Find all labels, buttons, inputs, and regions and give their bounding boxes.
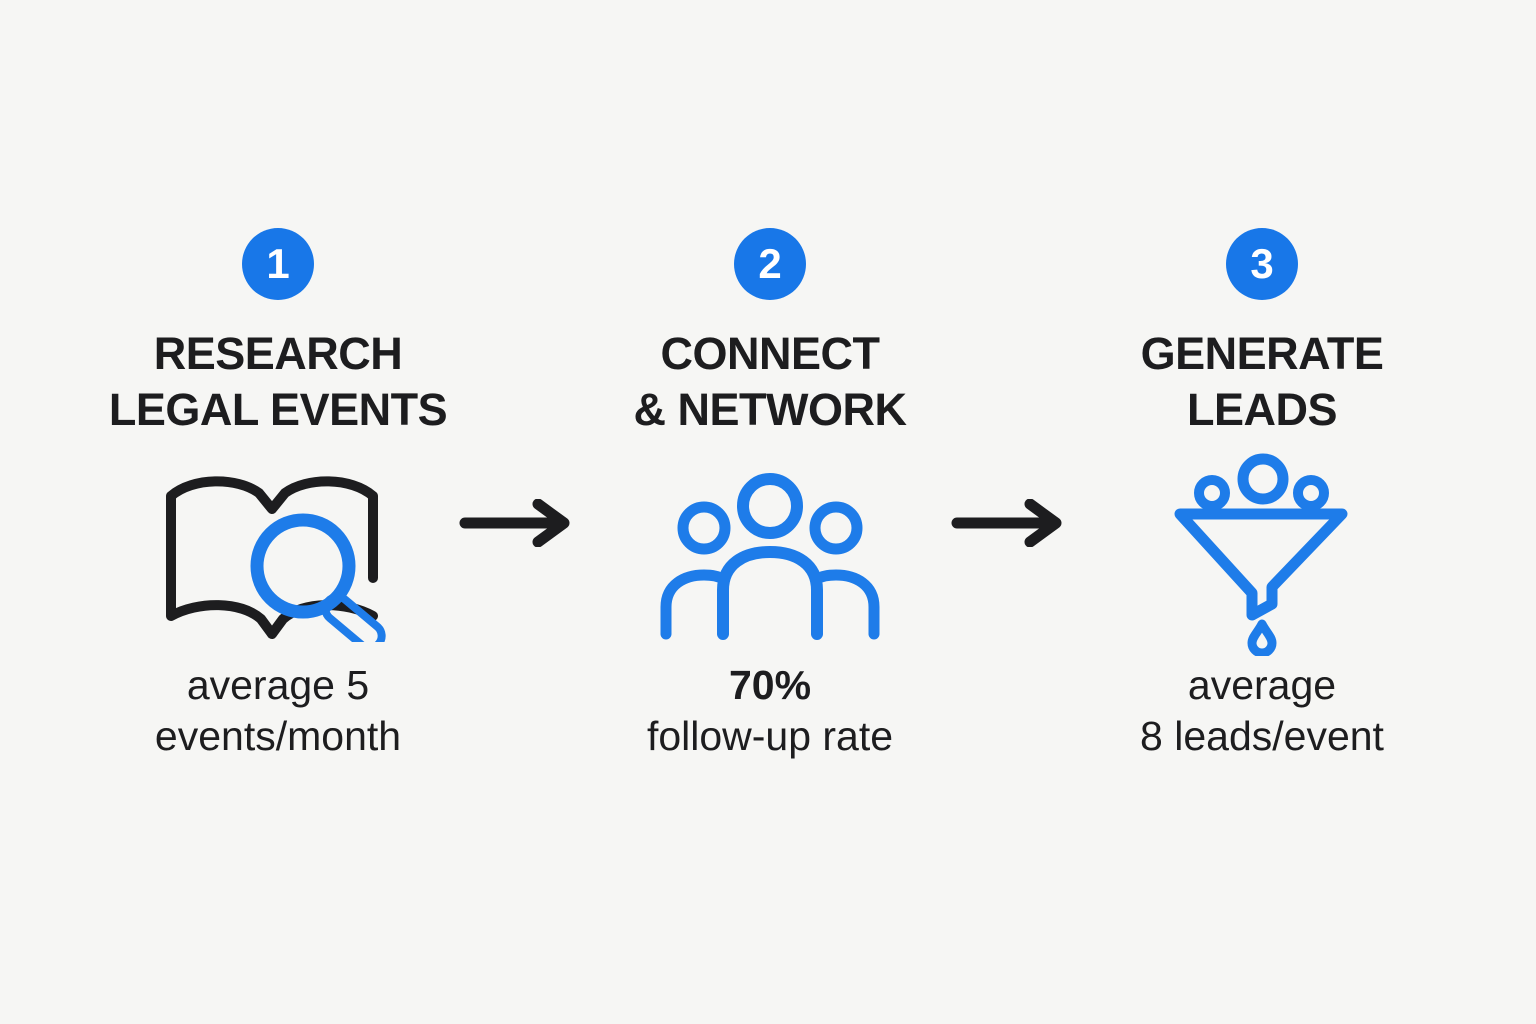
stat-line-2: 8 leads/event <box>1140 712 1384 759</box>
step-1-title: RESEARCH LEGAL EVENTS <box>108 326 448 438</box>
step-3-generate-leads: 3 GENERATE LEADS average 8 leads/event <box>1052 228 1472 762</box>
step-2-title: CONNECT & NETWORK <box>634 326 907 438</box>
step-3-number-badge: 3 <box>1226 228 1298 300</box>
title-line-2: LEADS <box>1186 383 1338 435</box>
step-1-stat: average 5 events/month <box>155 660 401 763</box>
step-1-icon-box <box>153 448 403 660</box>
step-3-title: GENERATE LEADS <box>1141 326 1384 438</box>
open-book-magnifier-icon <box>166 475 386 642</box>
title-line-2: LEGAL EVENTS <box>108 383 448 435</box>
title-line-1: GENERATE <box>1140 328 1384 379</box>
step-2-icon-box <box>659 448 881 660</box>
step-3-icon-box <box>1172 448 1352 660</box>
step-number: 2 <box>758 240 782 287</box>
title-line-2: & NETWORK <box>633 383 907 435</box>
title-line-1: CONNECT <box>660 328 880 379</box>
step-1-number-badge: 1 <box>242 228 314 300</box>
right-arrow-icon <box>951 499 1062 547</box>
stat-line-2: follow-up rate <box>646 712 894 759</box>
step-2-stat: 70% follow-up rate <box>647 660 893 763</box>
step-number: 3 <box>1250 240 1274 287</box>
title-line-1: RESEARCH <box>153 328 403 379</box>
step-number: 1 <box>266 240 290 287</box>
stat-line-1: average 5 <box>186 661 370 708</box>
step-1-research-legal-events: 1 RESEARCH LEGAL EVENTS average 5 events… <box>68 228 488 762</box>
right-arrow-icon <box>459 499 570 547</box>
step-2-connect-network: 2 CONNECT & NETWORK 70% follow-up rate <box>560 228 980 762</box>
step-3-stat: average 8 leads/event <box>1140 660 1384 763</box>
people-group-icon <box>660 472 880 640</box>
lead-funnel-icon <box>1174 453 1348 656</box>
stat-line-2: events/month <box>154 712 402 759</box>
stat-line-1: 70% <box>728 661 812 708</box>
step-2-number-badge: 2 <box>734 228 806 300</box>
stat-line-1: average <box>1187 661 1337 708</box>
